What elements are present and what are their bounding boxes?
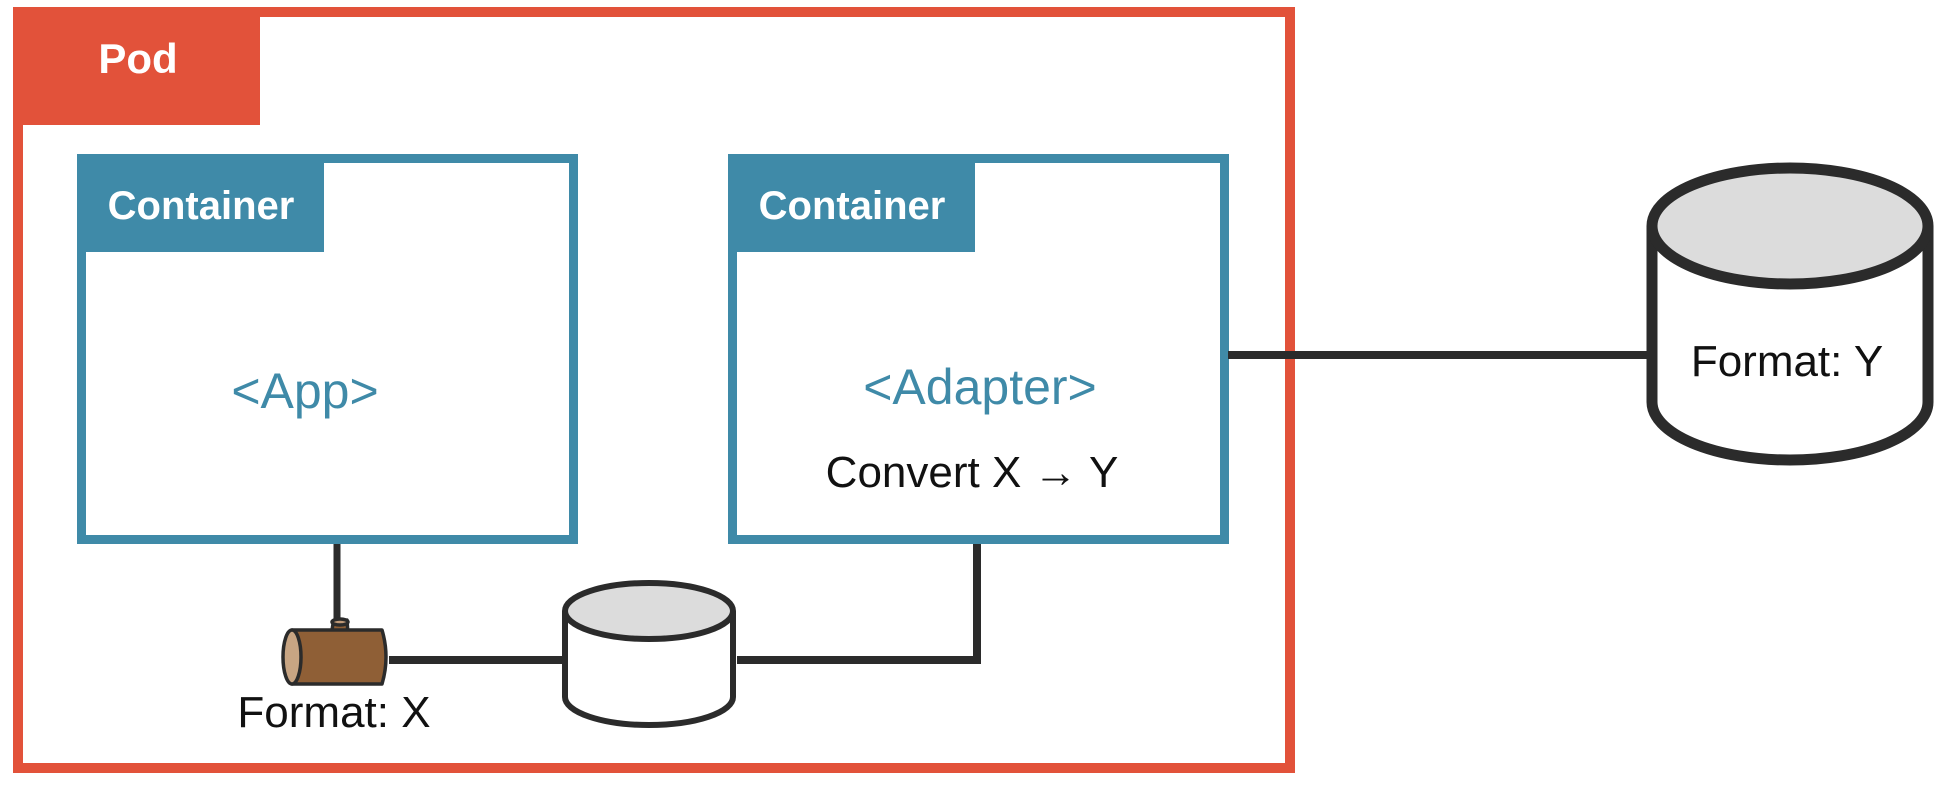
container-app-tab bbox=[77, 154, 324, 252]
connector-volume-to-adapter bbox=[737, 544, 981, 664]
adapter-description: Convert X → Y bbox=[826, 448, 1119, 497]
external-storage-label: Format: Y bbox=[1691, 337, 1883, 386]
container-app-tab-label: Container bbox=[108, 184, 295, 228]
log-body bbox=[290, 628, 388, 686]
shared-volume-body bbox=[562, 611, 736, 728]
shared-volume-icon bbox=[562, 580, 736, 728]
external-storage-body bbox=[1646, 226, 1934, 466]
pod-label: Pod bbox=[98, 35, 177, 82]
external-storage-top bbox=[1646, 162, 1934, 290]
log-label: Format: X bbox=[237, 688, 430, 737]
log-branch-cut bbox=[330, 617, 350, 627]
container-app: Container <App> bbox=[77, 154, 578, 544]
app-role-label: <App> bbox=[231, 363, 378, 419]
adapter-role-label: <Adapter> bbox=[863, 359, 1097, 415]
log-end-cut bbox=[281, 628, 303, 686]
pod-tab bbox=[13, 7, 260, 125]
external-storage-icon bbox=[1646, 162, 1934, 466]
shared-volume-top bbox=[562, 580, 736, 642]
container-adapter: Container <Adapter> Convert X → Y bbox=[728, 154, 1229, 544]
container-adapter-tab-label: Container bbox=[759, 184, 946, 228]
connectors bbox=[333, 351, 1648, 664]
container-app-border bbox=[77, 154, 578, 544]
log-icon bbox=[281, 617, 388, 686]
container-adapter-tab bbox=[728, 154, 975, 252]
